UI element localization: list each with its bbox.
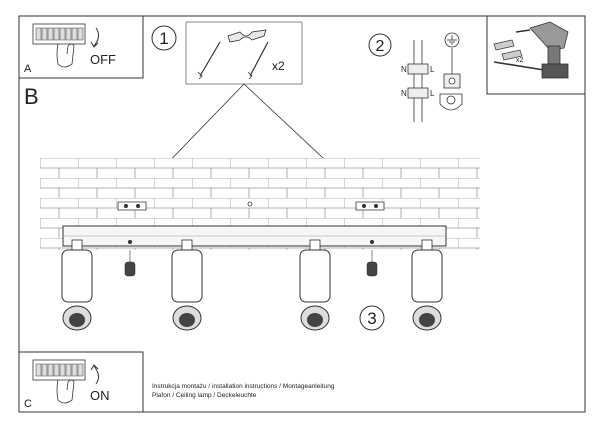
ceiling-bracket-left	[117, 201, 147, 211]
arrow-down-icon	[93, 27, 100, 47]
step-2: 2 N L N L	[368, 32, 463, 122]
panel-c-letter: C	[24, 398, 32, 410]
panel-c: ON C	[18, 351, 144, 413]
terminal-block-top	[407, 63, 429, 75]
ground-terminal-icon	[439, 73, 463, 111]
step-3: 3	[359, 305, 385, 331]
ceiling-bracket-right	[355, 201, 385, 211]
cable-left	[199, 41, 221, 77]
step-1-number: 1	[159, 29, 168, 48]
step-2-number: 2	[376, 38, 385, 55]
panel-a: OFF A	[18, 15, 144, 79]
terminal-label-l-bottom: L	[430, 89, 435, 98]
hand-icon-c	[56, 379, 75, 404]
mounting-bracket-icon	[227, 29, 267, 43]
connector-right	[366, 240, 378, 277]
spotlight-2	[171, 239, 203, 331]
arrow-up-icon	[93, 365, 100, 385]
screwdriver-bit-icon	[493, 61, 545, 71]
step-1-quantity: x2	[272, 59, 285, 73]
panel-a-letter: A	[24, 63, 32, 75]
spotlight-3	[299, 239, 331, 331]
step-3-number: 3	[367, 309, 376, 328]
anchor-quantity: x2	[516, 57, 524, 64]
panel-b-letter: B	[24, 84, 39, 109]
center-hole	[247, 201, 253, 207]
ground-symbol-icon	[444, 32, 460, 48]
tools-panel: x2	[486, 15, 586, 95]
spotlight-4	[411, 239, 443, 331]
cable-right	[249, 41, 269, 77]
step-1: 1 x2	[151, 21, 303, 85]
terminal-label-n-bottom: N	[401, 89, 407, 98]
caption-line-1: Instrukcja montażu / installation instru…	[152, 383, 335, 390]
terminal-block-bottom	[407, 87, 429, 99]
hand-icon	[56, 43, 75, 68]
outer-frame	[18, 15, 586, 413]
switch-off-label: OFF	[90, 52, 116, 67]
fuse-box-icon	[32, 23, 86, 45]
terminal-label-l-top: L	[430, 65, 435, 74]
spotlight-1	[61, 239, 93, 331]
wall-anchor-icon	[493, 39, 523, 61]
switch-on-label: ON	[90, 388, 110, 403]
hanger-detail-box	[185, 21, 303, 85]
lamp-rail	[62, 225, 447, 247]
drill-icon	[515, 21, 569, 79]
terminal-label-n-top: N	[401, 65, 407, 74]
connector-left	[124, 240, 136, 277]
caption-line-2: Plafon / Ceiling lamp / Deckeleuchte	[152, 392, 257, 399]
fuse-box-icon-c	[32, 359, 86, 381]
